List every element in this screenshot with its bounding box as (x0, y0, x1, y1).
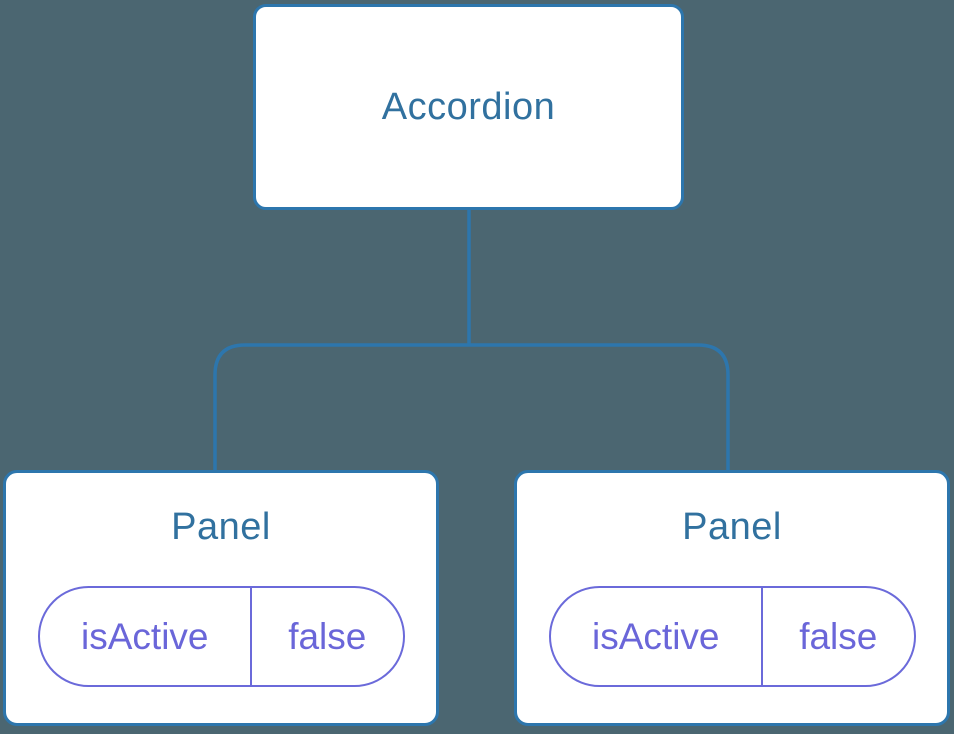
panel-left-state-pill: isActive false (37, 586, 405, 687)
panel-left-state-value: false (288, 615, 367, 657)
panel-right-label: Panel (682, 506, 782, 548)
accordion-node-label: Accordion (381, 85, 556, 128)
accordion-node: Accordion (253, 4, 684, 210)
panel-right-state-key: isActive (551, 588, 764, 685)
panel-right-state-value: false (799, 615, 878, 657)
panel-left-label: Panel (171, 506, 271, 548)
panel-right-state-pill: isActive false (548, 586, 916, 687)
panel-node-left: Panel isActive false (3, 470, 439, 726)
panel-left-state-key: isActive (40, 588, 253, 685)
panel-node-right: Panel isActive false (514, 470, 950, 726)
children-bracket-connector (213, 343, 730, 472)
